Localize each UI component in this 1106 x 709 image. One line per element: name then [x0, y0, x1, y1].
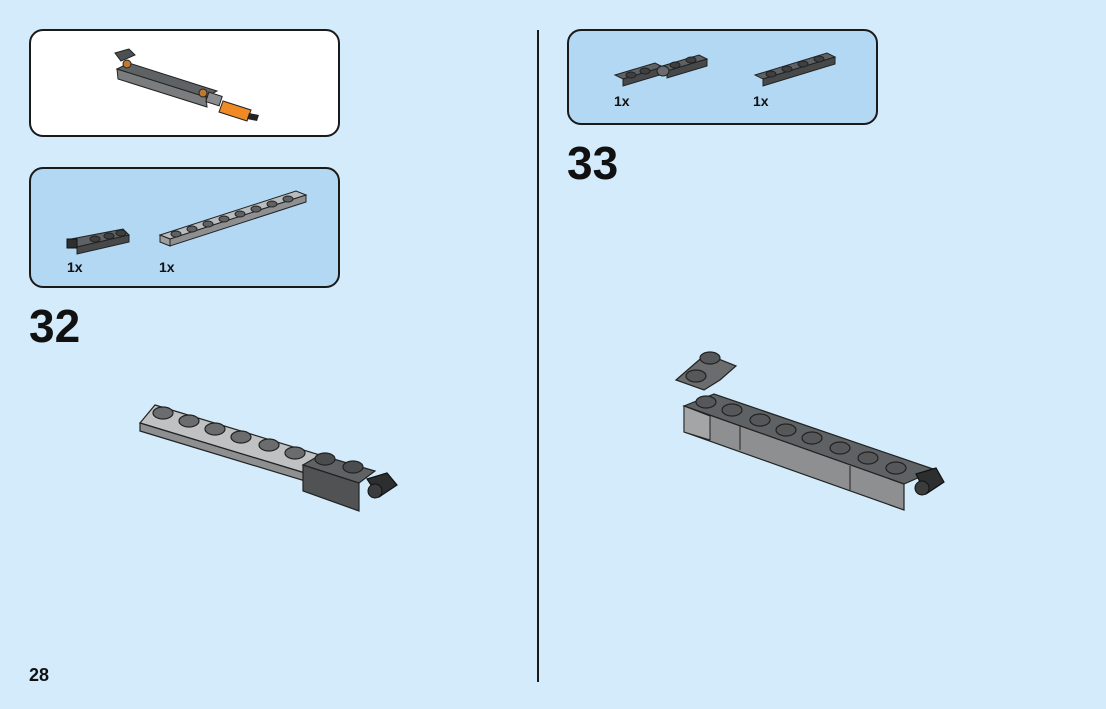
long-plate-quantity: 1x [159, 259, 175, 275]
clip-plate-quantity: 1x [67, 259, 83, 275]
page-number: 28 [29, 665, 50, 685]
hinge-plate-quantity: 1x [614, 93, 630, 109]
step-32-parts-box: 1x 1x [29, 167, 340, 288]
long-plate-part-image [158, 190, 308, 247]
short-plate-part-image [753, 52, 837, 87]
step-32-assembly-image [138, 404, 398, 512]
page-divider [537, 30, 539, 682]
short-plate-quantity: 1x [753, 93, 769, 109]
step-32-number: 32 [29, 300, 81, 352]
step-33-parts-box: 1x 1x [567, 29, 878, 125]
step-33-number: 33 [567, 137, 619, 189]
sub-assembly-preview-image [114, 48, 259, 122]
hinge-plate-part-image [613, 54, 709, 87]
step-33-assembly-image [674, 351, 945, 511]
sub-assembly-preview-box [29, 29, 340, 137]
clip-plate-part-image [66, 228, 130, 255]
